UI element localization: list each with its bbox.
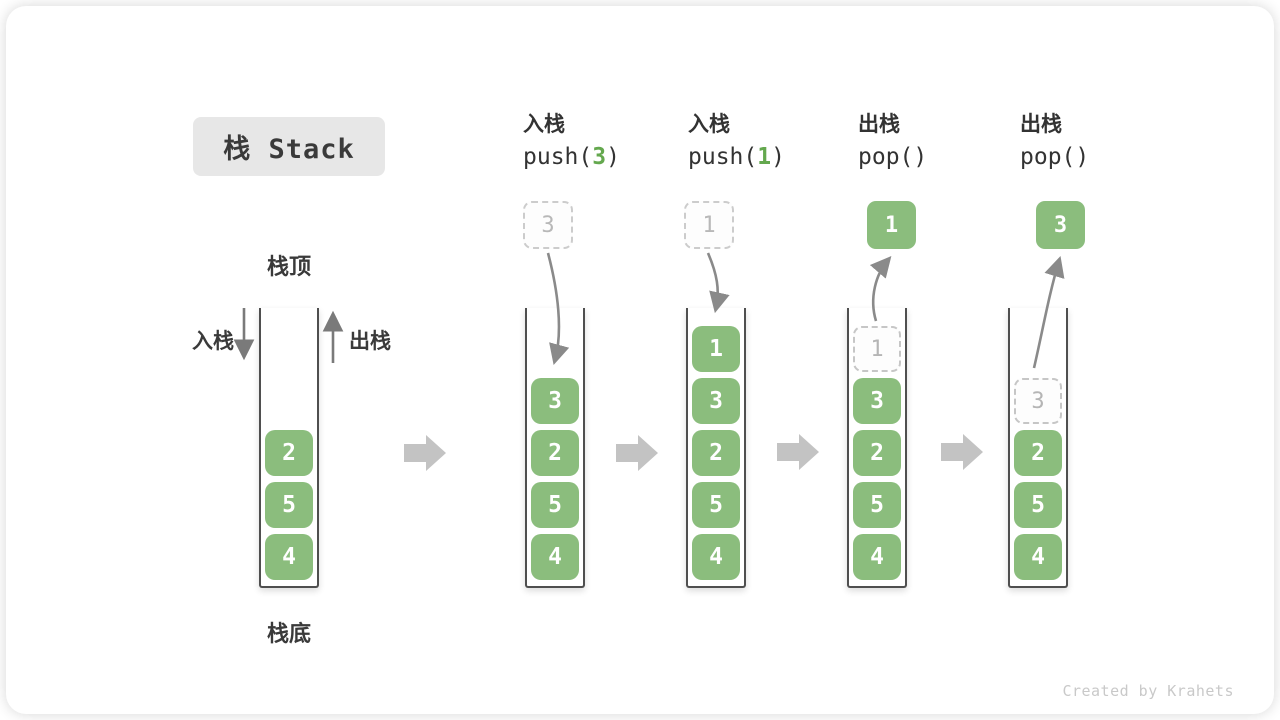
popped-value-box: 1 xyxy=(867,201,916,249)
step-op-label: 入栈 xyxy=(523,112,565,136)
stack-block: 4 xyxy=(531,534,579,580)
title-box: 栈 Stack xyxy=(193,117,385,176)
stack-container-5: 3 2 5 4 xyxy=(1008,308,1068,588)
next-step-arrow-2 xyxy=(616,435,658,471)
next-step-arrow-4 xyxy=(941,434,983,470)
page-title: 栈 Stack xyxy=(223,134,355,165)
stack-container-3: 1 3 2 5 4 xyxy=(686,308,746,588)
stack-block: 3 xyxy=(853,378,901,424)
pushed-value-box: 3 xyxy=(523,201,573,249)
push-side-label: 入栈 xyxy=(192,329,234,353)
code-pre: push( xyxy=(688,144,758,170)
popped-value-box: 3 xyxy=(1036,201,1085,249)
code-post: ) xyxy=(606,144,620,170)
code-arg: 1 xyxy=(757,144,772,170)
stack-block: 5 xyxy=(853,482,901,528)
stack-block: 4 xyxy=(1014,534,1062,580)
step-op-label: 入栈 xyxy=(688,112,730,136)
stack-block: 2 xyxy=(1014,430,1062,476)
code-pre: pop() xyxy=(1020,144,1090,170)
stack-block: 4 xyxy=(692,534,740,580)
pop-side-label: 出栈 xyxy=(349,329,391,353)
step-header-pop1: 出栈 pop() xyxy=(858,110,1008,172)
step-code: pop() xyxy=(1020,142,1170,172)
stack-block: 2 xyxy=(265,430,313,476)
stack-block: 4 xyxy=(265,534,313,580)
step-op-label: 出栈 xyxy=(858,112,900,136)
step-header-push1: 入栈 push(1) xyxy=(688,110,838,172)
step-header-pop3: 出栈 pop() xyxy=(1020,110,1170,172)
stack-block: 3 xyxy=(531,378,579,424)
code-post: ) xyxy=(771,144,785,170)
stack-block: 2 xyxy=(853,430,901,476)
stack-block: 2 xyxy=(692,430,740,476)
pushed-value-box: 1 xyxy=(684,201,734,249)
ghost-block: 1 xyxy=(853,326,901,372)
stack-top-label: 栈顶 xyxy=(266,255,311,280)
stack-block: 1 xyxy=(692,326,740,372)
step-code: pop() xyxy=(858,142,1008,172)
watermark: Created by Krahets xyxy=(1062,682,1234,700)
stack-block: 5 xyxy=(265,482,313,528)
stack-container-2: 3 2 5 4 xyxy=(525,308,585,588)
stack-block: 5 xyxy=(1014,482,1062,528)
stack-block: 3 xyxy=(692,378,740,424)
stack-bottom-label: 栈底 xyxy=(266,622,311,647)
stack-container-4: 1 3 2 5 4 xyxy=(847,308,907,588)
code-pre: pop() xyxy=(858,144,928,170)
stack-block: 4 xyxy=(853,534,901,580)
code-arg: 3 xyxy=(592,144,607,170)
diagram-card: 栈 Stack 栈顶 栈底 入栈 出栈 入栈 push(3) 入栈 push(1… xyxy=(6,6,1274,714)
step-op-label: 出栈 xyxy=(1020,112,1062,136)
code-pre: push( xyxy=(523,144,593,170)
next-step-arrow-3 xyxy=(777,434,819,470)
stack-block: 2 xyxy=(531,430,579,476)
stack-block: 5 xyxy=(531,482,579,528)
step-code: push(1) xyxy=(688,142,838,172)
ghost-block: 3 xyxy=(1014,378,1062,424)
stack-block: 5 xyxy=(692,482,740,528)
stack-container-1: 2 5 4 xyxy=(259,308,319,588)
push1-curve-arrow xyxy=(706,252,730,314)
step-code: push(3) xyxy=(523,142,673,172)
step-header-push3: 入栈 push(3) xyxy=(523,110,673,172)
next-step-arrow-1 xyxy=(404,435,446,471)
